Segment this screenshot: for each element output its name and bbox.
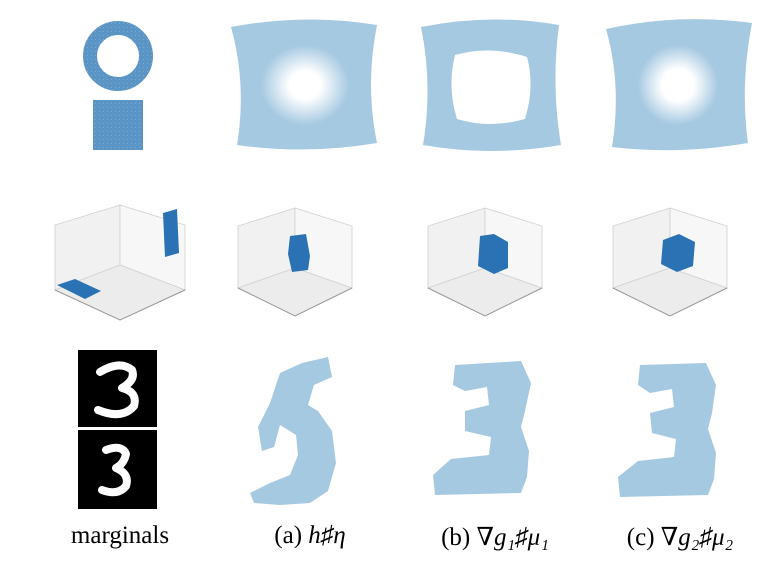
- caption-c: (c) ∇g₂♯μ₂: [590, 522, 770, 562]
- caption-c-math: ∇g₂♯μ₂: [660, 524, 734, 551]
- row2-pushforward-a: [230, 200, 360, 325]
- row3-pushforward-b: [425, 355, 545, 505]
- caption-c-prefix: (c): [626, 524, 661, 551]
- row1-pushforward-c: [598, 15, 758, 160]
- row2-pushforward-b: [420, 200, 550, 325]
- caption-a-prefix: (a): [274, 522, 309, 549]
- caption-b-math: ∇g₁♯μ₁: [476, 524, 549, 551]
- row1-pushforward-a: [225, 15, 385, 160]
- cube-target: [163, 209, 179, 257]
- caption-a: (a) h♯η: [230, 522, 390, 562]
- caption-a-math: h♯η: [308, 522, 346, 549]
- caption-b-prefix: (b): [441, 524, 477, 551]
- marginal-ring-and-square: [70, 10, 180, 160]
- marginal-mnist-digit-top: [78, 350, 157, 427]
- marginal-3d-cubes: [45, 195, 195, 330]
- square-marginal: [93, 100, 143, 150]
- row3-pushforward-c: [608, 355, 733, 505]
- row1-pushforward-b: [415, 15, 565, 160]
- cube-source: [57, 279, 101, 299]
- marginal-mnist-digit-bottom: [78, 430, 157, 509]
- caption-marginals: marginals: [70, 522, 170, 549]
- caption-b: (b) ∇g₁♯μ₁: [405, 522, 585, 562]
- ring-marginal: [83, 21, 153, 91]
- row2-pushforward-c: [605, 200, 735, 325]
- row3-pushforward-a: [240, 355, 370, 510]
